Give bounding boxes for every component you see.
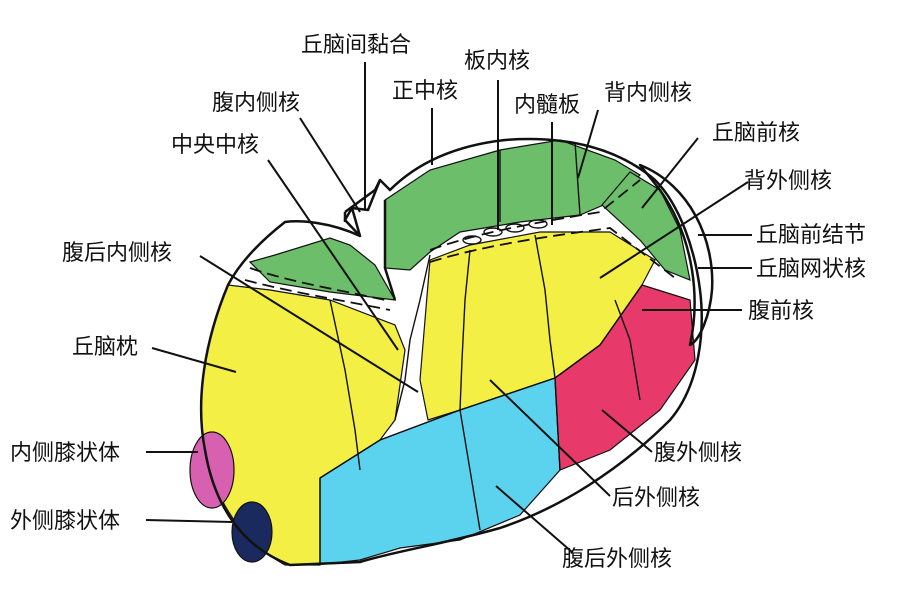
label-centromedian: 中央中核	[171, 133, 259, 158]
label-lateral-posterior: 后外侧核	[612, 486, 700, 511]
region-anterior-nucleus	[601, 171, 691, 281]
label-interthalamic-adhesion: 丘脑间黏合	[301, 33, 411, 58]
boundary-red	[554, 284, 643, 471]
label-intralaminar-nuclei: 板内核	[464, 49, 530, 74]
thalamus-outline	[199, 137, 703, 567]
anterior-tubercle-crescent	[638, 163, 714, 347]
lamina-left-b	[244, 279, 391, 311]
intralaminar-oval-3	[505, 223, 525, 233]
label-lateral-dorsal: 背外侧核	[744, 169, 832, 194]
label-medial-geniculate: 内侧膝状体	[10, 441, 120, 466]
label-ventral-anterior: 腹前核	[748, 299, 814, 324]
boundary-green-top	[499, 141, 581, 222]
boundary-yellow-inner-1	[459, 249, 471, 411]
label-anterior-tubercle: 丘脑前结节	[756, 223, 866, 248]
leader-lines	[145, 62, 752, 553]
intralaminar-oval-2	[483, 227, 503, 237]
label-ventral-lateral: 腹外侧核	[654, 441, 742, 466]
label-ventromedial: 腹内侧核	[212, 91, 300, 116]
label-mediodorsal: 背内侧核	[604, 81, 692, 106]
boundary-pulvinar	[329, 299, 361, 471]
label-internal-medullary-lamina: 内髓板	[514, 93, 580, 118]
boundary-yellow-inner-2	[534, 234, 556, 379]
label-median-nucleus: 正中核	[392, 79, 458, 104]
boundary-cyan-mid	[459, 409, 481, 531]
label-pulvinar: 丘脑枕	[72, 335, 138, 360]
label-ventral-posterolateral: 腹后外侧核	[562, 547, 672, 572]
boundary-cyan-top	[319, 377, 556, 479]
lamina-right-a	[429, 179, 641, 251]
boundary-red-inner	[614, 299, 641, 401]
label-ventral-posteromedial: 腹后内侧核	[62, 241, 172, 266]
region-mediodorsal	[384, 139, 641, 271]
lamina-right-b	[429, 227, 676, 279]
label-reticular-nucleus: 丘脑网状核	[756, 257, 866, 282]
intralaminar-oval-1	[462, 235, 482, 245]
lateral-geniculate-shape	[231, 501, 273, 563]
region-green-left	[248, 237, 397, 301]
label-anterior-nucleus: 丘脑前核	[712, 121, 800, 146]
intralaminar-oval-4	[528, 219, 548, 229]
inner-divide	[394, 254, 431, 421]
label-lateral-geniculate: 外侧膝状体	[10, 509, 120, 534]
medial-surface-edge	[383, 200, 397, 301]
adhesion-box	[343, 179, 382, 237]
medial-geniculate-shape	[189, 431, 235, 509]
